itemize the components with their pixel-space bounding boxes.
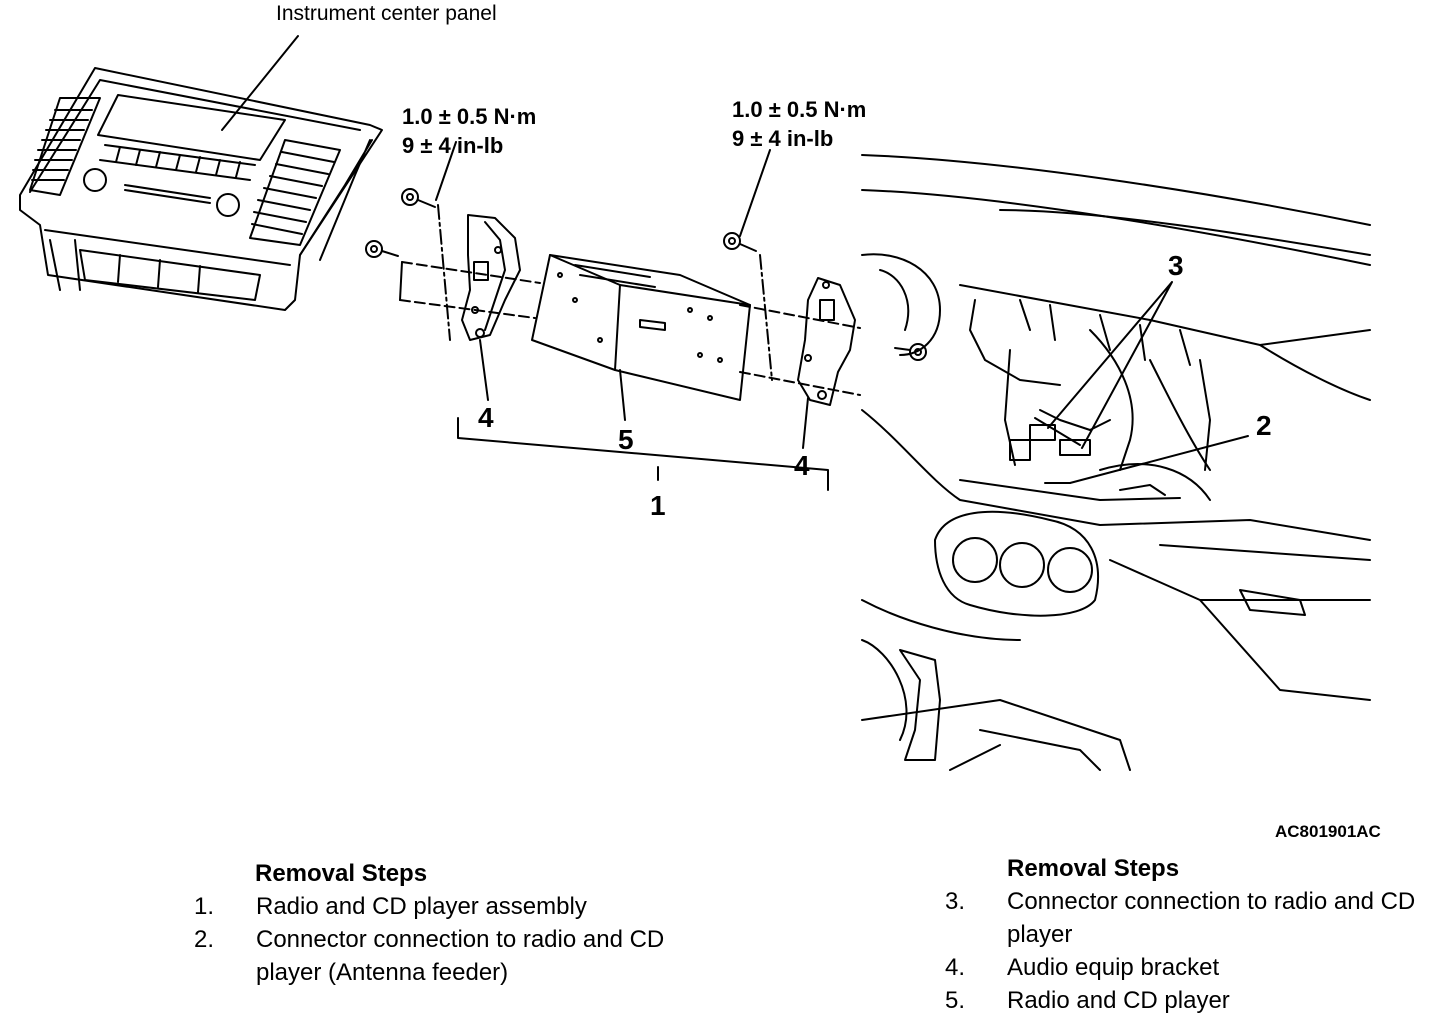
step-text: Connector connection to radio and CD pla… xyxy=(256,926,665,986)
callout-2: 2 xyxy=(1256,410,1272,441)
screw-top-right xyxy=(723,232,757,252)
removal-steps-title: Removal Steps xyxy=(1007,855,1180,882)
dashboard-interior xyxy=(861,154,1371,771)
step-text: Connector connection to radio and CD pla… xyxy=(1007,888,1416,948)
screw-mid-left xyxy=(365,240,399,258)
list-item: 3. Connector connection to radio and CD … xyxy=(945,885,1447,951)
step-text: Radio and CD player assembly xyxy=(256,893,587,920)
torque-value-inlb: 9 ± 4 in-lb xyxy=(732,126,834,151)
torque-value-nm: 1.0 ± 0.5 N·m xyxy=(732,97,867,122)
list-item: 2. Connector connection to radio and CD … xyxy=(194,923,696,989)
callout-4-left: 4 xyxy=(478,402,494,433)
step-text: Audio equip bracket xyxy=(1007,954,1220,981)
callout-4-right: 4 xyxy=(794,450,810,481)
removal-steps-title: Removal Steps xyxy=(255,860,428,887)
torque-spec-left: 1.0 ± 0.5 N·m 9 ± 4 in-lb xyxy=(402,102,536,160)
torque-spec-right: 1.0 ± 0.5 N·m 9 ± 4 in-lb xyxy=(732,95,866,153)
instrument-center-panel-label: Instrument center panel xyxy=(276,2,497,25)
step-text: Radio and CD player xyxy=(1007,987,1230,1014)
list-item: 5. Radio and CD player xyxy=(945,984,1447,1017)
removal-steps-right: Removal Steps 3. Connector connection to… xyxy=(945,852,1447,1017)
step-number: 4. xyxy=(945,954,966,981)
instrument-center-panel xyxy=(19,67,383,311)
callout-5: 5 xyxy=(618,424,634,455)
radio-cd-player-unit xyxy=(531,254,751,401)
audio-bracket-left xyxy=(461,214,521,341)
removal-steps-left: Removal Steps 1. Radio and CD player ass… xyxy=(194,857,696,989)
step-number: 2. xyxy=(194,926,215,953)
screw-top-left xyxy=(401,188,436,208)
list-item: 4. Audio equip bracket xyxy=(945,951,1447,984)
callout-1: 1 xyxy=(650,490,666,521)
step-number: 3. xyxy=(945,888,966,915)
torque-value-inlb: 9 ± 4 in-lb xyxy=(402,133,504,158)
screw-right xyxy=(894,343,927,361)
step-number: 5. xyxy=(945,987,966,1014)
figure-code: AC801901AC xyxy=(1275,822,1381,841)
callout-3: 3 xyxy=(1168,250,1184,281)
audio-bracket-right xyxy=(797,277,856,406)
torque-value-nm: 1.0 ± 0.5 N·m xyxy=(402,104,537,129)
step-number: 1. xyxy=(194,893,215,920)
list-item: 1. Radio and CD player assembly xyxy=(194,890,696,923)
